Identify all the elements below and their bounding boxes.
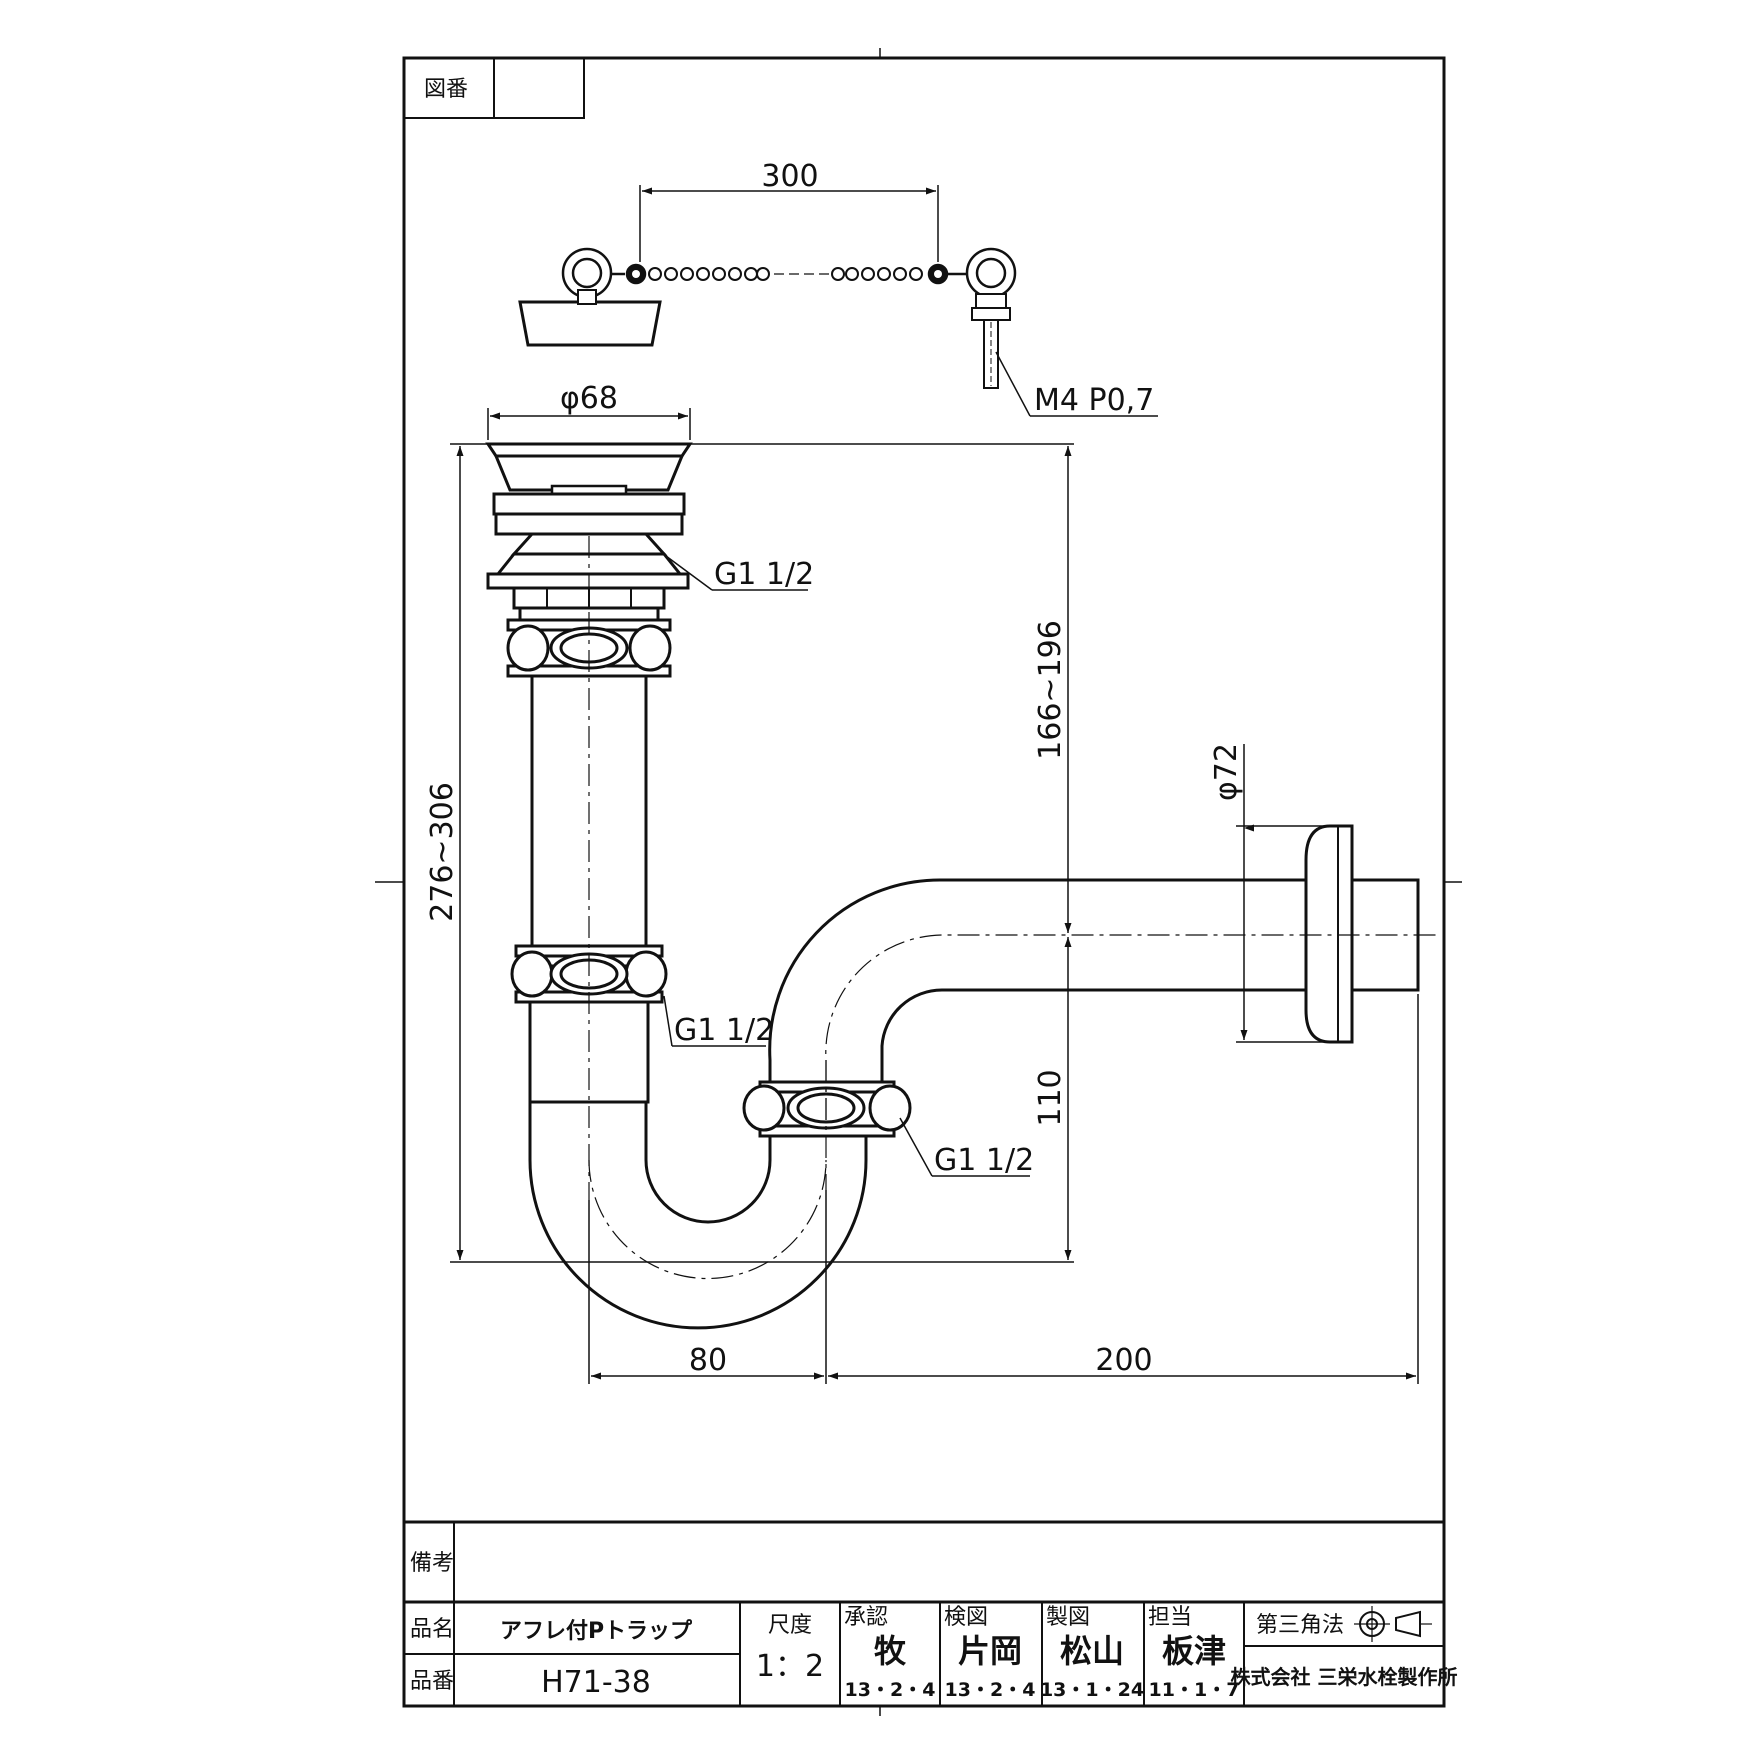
- drawing-number-box: 図番: [403, 57, 585, 119]
- overall-height-label: 276~306: [425, 782, 460, 922]
- drawn-label: 製図: [1046, 1605, 1090, 1630]
- chain-length-dimension: [639, 185, 939, 262]
- drawing-number-label: 図番: [424, 77, 468, 102]
- stopper-diameter-label: φ68: [560, 381, 618, 416]
- company-name: 株式会社 三栄水栓製作所: [1231, 1665, 1458, 1689]
- scale-value: 1：2: [756, 1649, 824, 1684]
- outlet-height-label: 166~196: [1033, 620, 1068, 760]
- trap-height-label: 110: [1033, 1069, 1068, 1126]
- wall-flange: [1304, 824, 1354, 1044]
- projection-label: 第三角法: [1256, 1613, 1344, 1638]
- product-name-label: 品名: [410, 1617, 454, 1642]
- title-block: [404, 1520, 1444, 1706]
- approved-label: 承認: [844, 1605, 888, 1630]
- charge-by: 板津: [1162, 1632, 1226, 1670]
- approved-by: 牧: [874, 1632, 907, 1670]
- stopper-and-chain: [518, 247, 1017, 389]
- dimension-lines: [450, 408, 1419, 1384]
- drawing-frame: [375, 48, 1462, 1716]
- drawn-by: 松山: [1060, 1632, 1124, 1670]
- checked-by: 片岡: [958, 1632, 1022, 1670]
- rubber-stopper: [518, 300, 662, 347]
- bolt-leader: [995, 351, 1158, 417]
- offset-label: 80: [689, 1343, 727, 1378]
- charge-label: 担当: [1148, 1605, 1192, 1630]
- mid-thread-label: G1 1/2: [674, 1013, 774, 1048]
- approved-date: 13・2・4: [845, 1679, 936, 1701]
- trap-slip-nut: [742, 1080, 912, 1138]
- outlet-length-label: 200: [1095, 1343, 1152, 1378]
- checked-date: 13・2・4: [945, 1679, 1036, 1701]
- checked-label: 検図: [944, 1605, 988, 1630]
- charge-date: 11・1・7: [1149, 1679, 1240, 1701]
- center-lines: [588, 536, 1436, 1280]
- drawn-date: 13・1・24: [1040, 1679, 1144, 1701]
- remarks-label: 備考: [410, 1551, 454, 1576]
- product-number: H71-38: [541, 1665, 651, 1700]
- product-number-label: 品番: [410, 1669, 454, 1694]
- bolt-thread-label: M4 P0,7: [1034, 383, 1154, 418]
- chain-length-label: 300: [761, 159, 818, 194]
- scale-label: 尺度: [768, 1613, 812, 1638]
- flange-diameter-label: φ72: [1209, 743, 1244, 801]
- trap-thread-label: G1 1/2: [934, 1143, 1034, 1178]
- product-name: アフレ付Pトラップ: [500, 1619, 693, 1644]
- third-angle-projection-icon: [1354, 1606, 1432, 1642]
- top-thread-label: G1 1/2: [714, 557, 814, 592]
- trap-bend: [528, 878, 1420, 1330]
